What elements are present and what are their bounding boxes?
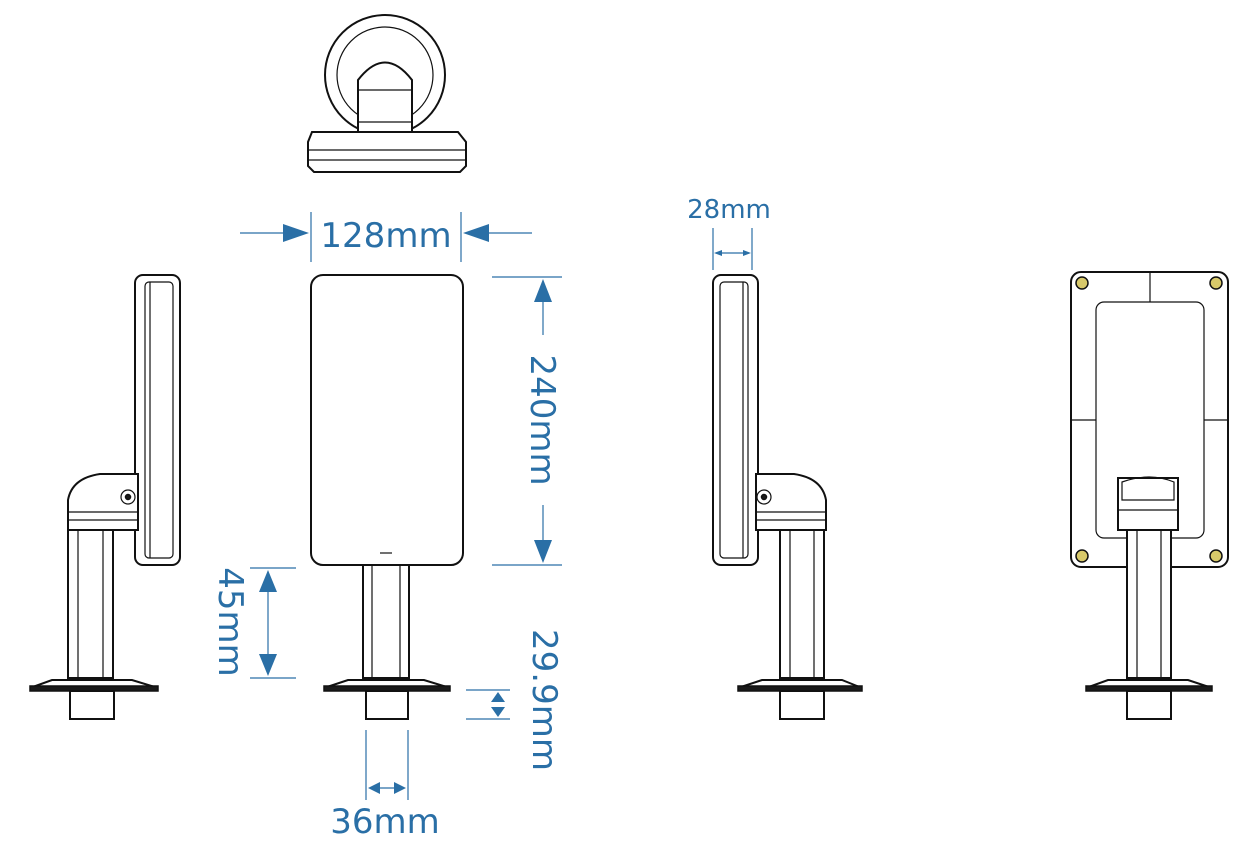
base-height-label: 29.9mm <box>524 629 564 771</box>
screw-icon <box>1075 276 1089 290</box>
width-label: 128mm <box>320 216 451 256</box>
left-side-view <box>29 274 181 720</box>
pole-diameter-label: 36mm <box>330 802 440 842</box>
back-view <box>1070 271 1229 720</box>
height-label: 240mm <box>522 354 562 485</box>
front-view <box>310 274 464 720</box>
dimension-pole-height: 45mm <box>210 567 296 679</box>
depth-label: 28mm <box>687 195 771 225</box>
pole-height-label: 45mm <box>210 567 250 677</box>
dimension-height: 240mm <box>492 276 562 566</box>
dimension-depth: 28mm <box>687 195 771 270</box>
dimension-width: 128mm <box>240 212 532 262</box>
dimension-pole-diameter: 36mm <box>330 730 440 842</box>
dimension-base-height: 29.9mm <box>466 629 564 771</box>
screw-icon <box>1075 549 1089 563</box>
top-view <box>307 14 467 173</box>
screw-icon <box>1209 549 1223 563</box>
right-side-view <box>712 274 863 720</box>
screw-icon <box>1209 276 1223 290</box>
